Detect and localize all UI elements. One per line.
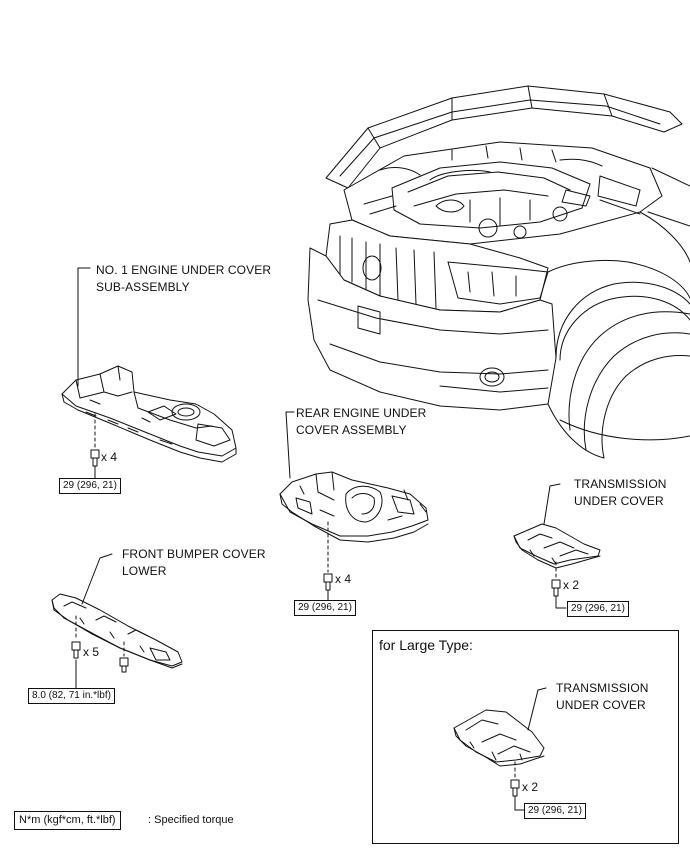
- large-type-torque: 29 (296, 21): [524, 803, 586, 819]
- rear-engine-under-cover-quantity: x 4: [335, 572, 352, 586]
- large-type-transmission-leader: [514, 687, 547, 811]
- vehicle-front-illustration: [307, 85, 690, 459]
- bolt-icon: [119, 657, 129, 673]
- transmission-under-cover-quantity: x 2: [563, 578, 580, 592]
- transmission-under-cover-leader: [543, 483, 567, 609]
- torque-legend-box: N*m (kgf*cm, ft.*lbf): [14, 811, 121, 830]
- rear-engine-under-cover-illustration: [279, 471, 429, 543]
- large-type-label-line2: UNDER COVER: [556, 698, 646, 712]
- no1-engine-under-cover-leader: [77, 267, 96, 479]
- no1-engine-under-cover-illustration: [61, 365, 237, 463]
- large-type-label-line1: TRANSMISSION: [556, 681, 649, 695]
- bolt-icon: [90, 449, 100, 467]
- bolt-icon: [510, 779, 520, 797]
- rear-engine-under-cover-label-line1: REAR ENGINE UNDER: [296, 406, 427, 420]
- large-type-inset: for Large Type:: [372, 630, 679, 844]
- no1-engine-under-cover-torque: 29 (296, 21): [59, 478, 121, 494]
- transmission-under-cover-label-line1: TRANSMISSION: [574, 477, 667, 491]
- front-bumper-cover-lower-leader: [75, 553, 125, 689]
- torque-legend-description: : Specified torque: [148, 814, 234, 826]
- bolt-icon: [323, 573, 333, 591]
- transmission-under-cover-illustration: [513, 523, 601, 569]
- no1-engine-under-cover-quantity: x 4: [101, 450, 118, 464]
- rear-engine-under-cover-leader: [285, 411, 329, 601]
- bolt-icon: [71, 641, 81, 659]
- rear-engine-under-cover-torque: 29 (296, 21): [294, 600, 356, 616]
- front-bumper-cover-lower-illustration: [51, 593, 183, 669]
- no1-engine-under-cover-label-line2: SUB-ASSEMBLY: [96, 280, 190, 294]
- no1-engine-under-cover-label-line1: NO. 1 ENGINE UNDER COVER: [96, 263, 272, 277]
- large-type-title: for Large Type:: [379, 637, 473, 653]
- front-bumper-cover-lower-quantity: x 5: [83, 645, 100, 659]
- transmission-under-cover-torque: 29 (296, 21): [567, 601, 629, 617]
- front-bumper-cover-lower-label-line2: LOWER: [122, 564, 167, 578]
- front-bumper-cover-lower-label-line1: FRONT BUMPER COVER: [122, 547, 266, 561]
- bolt-icon: [551, 579, 561, 597]
- large-type-quantity: x 2: [522, 780, 539, 794]
- transmission-under-cover-label-line2: UNDER COVER: [574, 494, 664, 508]
- large-type-transmission-under-cover-illustration: [453, 709, 545, 767]
- front-bumper-cover-lower-torque: 8.0 (82, 71 in.*lbf): [28, 688, 115, 704]
- rear-engine-under-cover-label-line2: COVER ASSEMBLY: [296, 423, 407, 437]
